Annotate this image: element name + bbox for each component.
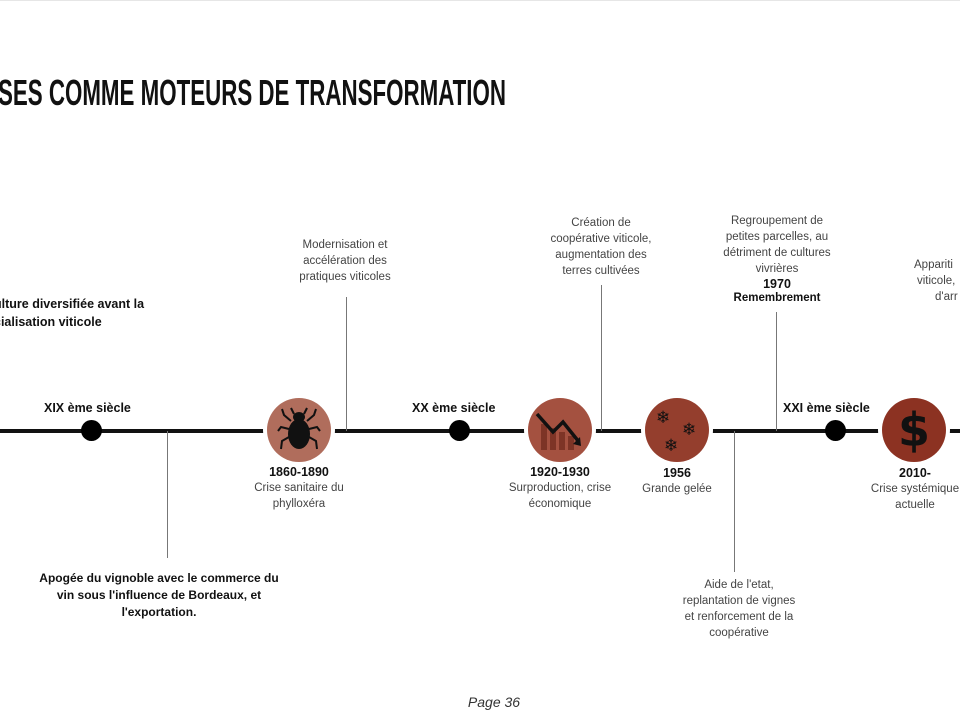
annotation-line: Apogée du vignoble avec le commerce du bbox=[39, 571, 279, 585]
annotation-line: Appariti bbox=[914, 259, 953, 271]
event-date: 1860-1890 bbox=[269, 465, 329, 479]
century-label-xx: XX ème siècle bbox=[412, 401, 496, 415]
declining-chart-icon bbox=[528, 398, 592, 462]
connector-cooperative bbox=[601, 285, 602, 431]
event-label-line: Grande gelée bbox=[642, 483, 712, 495]
annotation-diversified: ulture diversifiée avant la cialisation … bbox=[0, 295, 144, 331]
annotation-line: cialisation viticole bbox=[0, 315, 102, 329]
annotation-remembrement: Regroupement de petites parcelles, au dé… bbox=[702, 213, 852, 306]
event-phylloxera: 1860-1890 Crise sanitaire du phylloxéra bbox=[229, 464, 369, 512]
snowflake-icon: ❄❄❄ bbox=[645, 398, 709, 462]
annotation-line: augmentation des bbox=[555, 249, 647, 261]
connector-apogee bbox=[167, 431, 168, 558]
dollar-icon: $ bbox=[882, 398, 946, 462]
annotation-cooperative: Création de coopérative viticole, augmen… bbox=[530, 215, 672, 279]
annotation-line: coopérative bbox=[709, 627, 769, 639]
top-rule bbox=[0, 0, 960, 1]
century-dot-xxi bbox=[825, 420, 846, 441]
annotation-line: accélération des bbox=[303, 255, 387, 267]
event-date: 2010- bbox=[899, 466, 931, 480]
event-label-line: Surproduction, crise bbox=[508, 482, 612, 494]
century-label-xxi: XXI ème siècle bbox=[783, 401, 870, 415]
annotation-line: coopérative viticole, bbox=[550, 233, 652, 245]
event-date: 1956 bbox=[663, 466, 691, 480]
page-title: SES COMME MOTEURS DE TRANSFORMATION bbox=[0, 72, 506, 113]
connector-aide bbox=[734, 431, 735, 572]
annotation-line: et renforcement de la bbox=[684, 611, 794, 623]
event-gelee: 1956 Grande gelée bbox=[617, 465, 737, 497]
annotation-line: Création de bbox=[571, 217, 631, 229]
annotation-line: d'arr bbox=[935, 291, 958, 303]
connector-modernisation bbox=[346, 297, 347, 431]
event-label-line: économique bbox=[528, 498, 592, 510]
connector-remembrement bbox=[776, 312, 777, 431]
annotation-line: replantation de vignes bbox=[682, 595, 796, 607]
annotation-line: vin sous l'influence de Bordeaux, et bbox=[56, 588, 262, 602]
annotation-apparition: Appariti viticole, d'arr bbox=[914, 257, 958, 305]
annotation-modernisation: Modernisation et accélération des pratiq… bbox=[275, 237, 415, 285]
annotation-line: Aide de l'etat, bbox=[704, 579, 774, 591]
event-label-line: Crise sanitaire du bbox=[254, 482, 344, 494]
annotation-line: ulture diversifiée avant la bbox=[0, 297, 145, 311]
annotation-line: vivrières bbox=[755, 263, 799, 275]
svg-text:❄: ❄ bbox=[664, 436, 678, 456]
annotation-title: Remembrement bbox=[733, 292, 821, 304]
event-crise-systemique: 2010- Crise systémique actuelle bbox=[850, 465, 960, 513]
annotation-line: Modernisation et bbox=[302, 239, 388, 251]
annotation-line: détriment de cultures bbox=[723, 247, 831, 259]
page-number: Page 36 bbox=[467, 694, 521, 710]
annotation-line: Regroupement de bbox=[730, 215, 824, 227]
annotation-line: petites parcelles, au bbox=[725, 231, 829, 243]
annotation-aide: Aide de l'etat, replantation de vignes e… bbox=[664, 577, 814, 641]
century-dot-xx bbox=[449, 420, 470, 441]
event-label-line: phylloxéra bbox=[272, 498, 326, 510]
century-label-xix: XIX ème siècle bbox=[44, 401, 131, 415]
event-date: 1920-1930 bbox=[530, 465, 590, 479]
century-dot-xix bbox=[81, 420, 102, 441]
annotation-apogee: Apogée du vignoble avec le commerce du v… bbox=[8, 570, 310, 621]
event-label-line: actuelle bbox=[895, 499, 935, 511]
annotation-line: l'exportation. bbox=[121, 605, 197, 619]
annotation-line: viticole, bbox=[917, 275, 956, 287]
event-label-line: Crise systémique bbox=[870, 483, 960, 495]
event-surproduction: 1920-1930 Surproduction, crise économiqu… bbox=[490, 464, 630, 512]
annotation-line: pratiques viticoles bbox=[299, 271, 391, 283]
beetle-icon bbox=[267, 398, 331, 462]
svg-text:❄: ❄ bbox=[656, 408, 670, 428]
svg-text:❄: ❄ bbox=[682, 420, 696, 440]
annotation-line: terres cultivées bbox=[562, 265, 640, 277]
timeline-axis bbox=[0, 429, 960, 433]
annotation-year: 1970 bbox=[763, 277, 791, 291]
